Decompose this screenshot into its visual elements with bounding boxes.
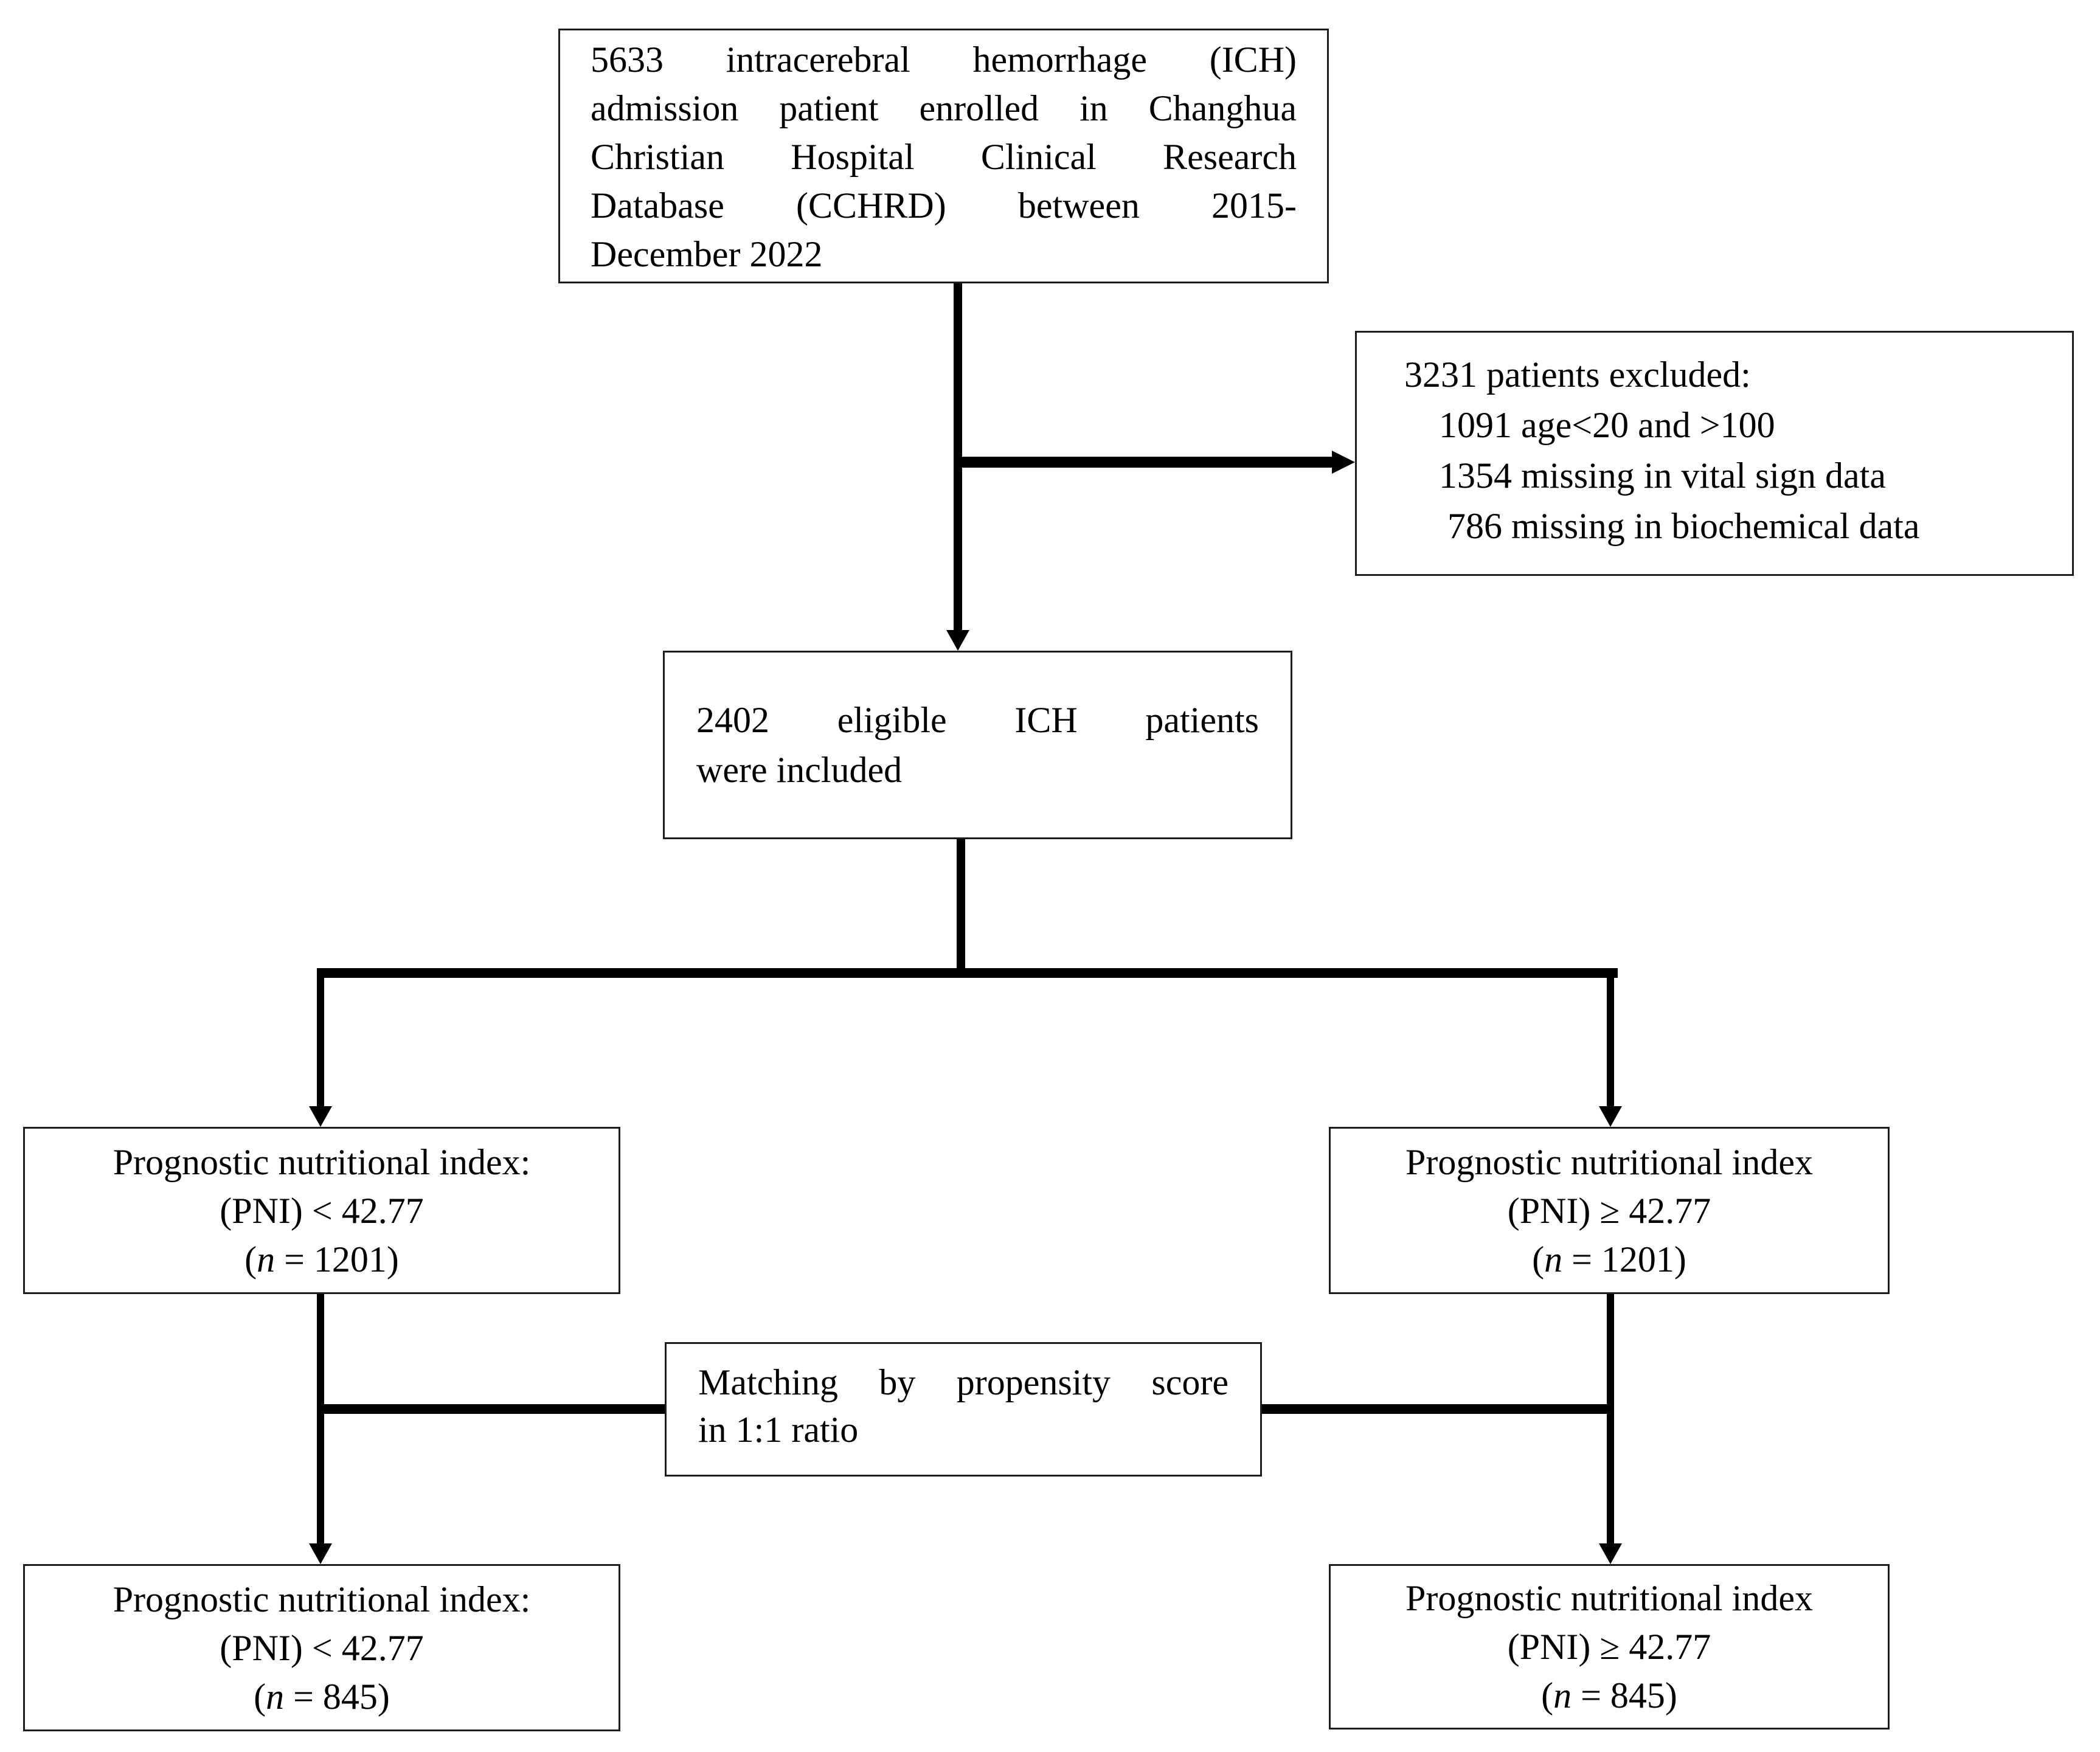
pni-title: Prognostic nutritional index xyxy=(1405,1578,1813,1618)
pni-criteria: (PNI) ≥ 42.77 xyxy=(1507,1627,1711,1667)
pni-title: Prognostic nutritional index: xyxy=(113,1579,531,1619)
arrowhead-down-pni-high-icon xyxy=(1599,1106,1622,1127)
arrowhead-right-excluded-icon xyxy=(1332,451,1355,474)
branch-right-vertical xyxy=(1607,968,1614,1107)
connector-to-excluded xyxy=(954,457,1333,468)
node-pni-high-postmatch: Prognostic nutritional index (PNI) ≥ 42.… xyxy=(1329,1564,1890,1729)
arrowhead-down-eligible-icon xyxy=(946,630,969,651)
paren-open: ( xyxy=(1532,1239,1545,1279)
node-text-line: 5633 intracerebral hemorrhage (ICH) xyxy=(591,40,1297,80)
n-value: = 845) xyxy=(1572,1675,1677,1716)
pni-count: (n = 1201) xyxy=(25,1235,619,1284)
node-pni-high-prematch: Prognostic nutritional index (PNI) ≥ 42.… xyxy=(1329,1127,1890,1294)
right-vertical-to-post xyxy=(1607,1294,1614,1545)
node-text-line: Database (CCHRD) between 2015- xyxy=(591,185,1297,226)
paren-open: ( xyxy=(254,1676,266,1717)
pni-count: (n = 845) xyxy=(25,1672,619,1721)
node-text-line: in 1:1 ratio xyxy=(698,1410,859,1450)
branch-horizontal-line xyxy=(317,968,1618,978)
node-text-line: Matching by propensity score xyxy=(698,1362,1228,1402)
node-text-line: admission patient enrolled in Changhua xyxy=(591,88,1297,128)
n-variable: n xyxy=(1544,1239,1563,1279)
node-pni-low-postmatch: Prognostic nutritional index: (PNI) < 42… xyxy=(23,1564,620,1731)
n-value: = 1201) xyxy=(275,1239,399,1279)
n-variable: n xyxy=(257,1239,275,1279)
n-variable: n xyxy=(266,1676,285,1717)
node-text-line: were included xyxy=(696,750,903,790)
arrowhead-down-pni-high-post-icon xyxy=(1599,1543,1622,1564)
connector-eligible-to-branch xyxy=(957,839,965,978)
matching-left-connector xyxy=(317,1404,665,1414)
pni-title: Prognostic nutritional index xyxy=(1405,1141,1813,1182)
n-variable: n xyxy=(1553,1675,1572,1716)
excluded-item: 786 missing in biochemical data xyxy=(1447,506,1920,546)
node-text-line: Christian Hospital Clinical Research xyxy=(591,137,1297,177)
node-excluded-patients: 3231 patients excluded: 1091 age<20 and … xyxy=(1355,331,2074,576)
paren-open: ( xyxy=(244,1239,257,1279)
pni-criteria: (PNI) < 42.77 xyxy=(220,1627,424,1668)
pni-criteria: (PNI) < 42.77 xyxy=(220,1190,424,1231)
n-value: = 845) xyxy=(284,1676,390,1717)
pni-count: (n = 845) xyxy=(1331,1671,1888,1720)
excluded-item: 1354 missing in vital sign data xyxy=(1439,455,1886,496)
arrowhead-down-pni-low-post-icon xyxy=(309,1543,332,1564)
branch-left-vertical xyxy=(317,968,324,1107)
pni-criteria: (PNI) ≥ 42.77 xyxy=(1507,1190,1711,1231)
left-vertical-to-post xyxy=(317,1294,324,1545)
pni-count: (n = 1201) xyxy=(1331,1235,1888,1284)
matching-right-connector xyxy=(1262,1404,1614,1414)
node-source-population: 5633 intracerebral hemorrhage (ICH) admi… xyxy=(558,29,1329,283)
excluded-title: 3231 patients excluded: xyxy=(1404,355,1751,395)
excluded-item: 1091 age<20 and >100 xyxy=(1439,405,1775,445)
node-propensity-matching: Matching by propensity score in 1:1 rati… xyxy=(665,1342,1262,1477)
pni-title: Prognostic nutritional index: xyxy=(113,1141,531,1182)
node-text-line: December 2022 xyxy=(591,234,823,274)
arrowhead-down-pni-low-icon xyxy=(309,1106,332,1127)
node-eligible-patients: 2402 eligible ICH patients were included xyxy=(663,651,1292,839)
node-text-line: 2402 eligible ICH patients xyxy=(696,700,1259,740)
node-pni-low-prematch: Prognostic nutritional index: (PNI) < 42… xyxy=(23,1127,620,1294)
paren-open: ( xyxy=(1541,1675,1554,1716)
n-value: = 1201) xyxy=(1562,1239,1686,1279)
